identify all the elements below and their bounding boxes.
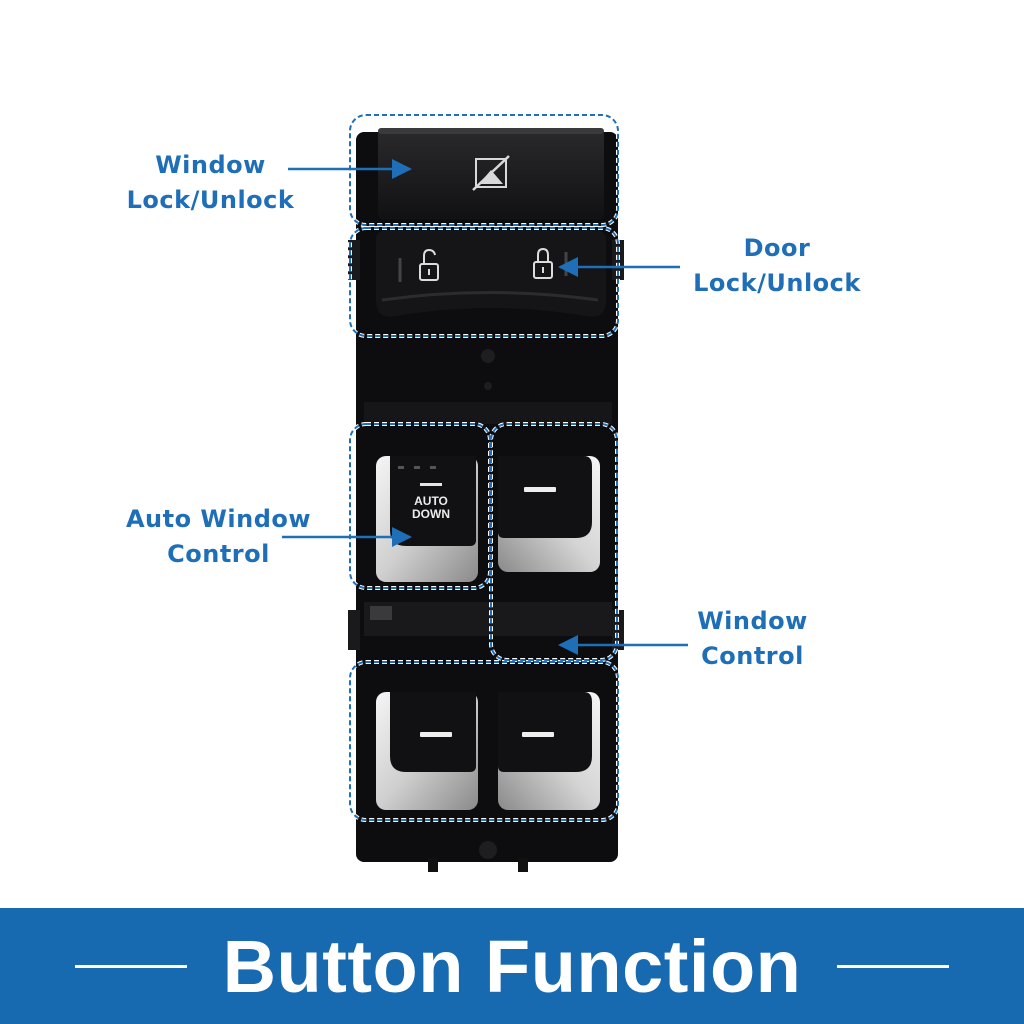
lock-padlock-icon xyxy=(533,247,553,279)
window-control-button-front-right[interactable] xyxy=(498,456,600,572)
minus-icon xyxy=(522,732,554,737)
window-control-label: Window Control xyxy=(680,604,825,674)
rear-window-outline xyxy=(349,661,619,821)
window-control-button-rear-right[interactable] xyxy=(498,692,600,810)
door-lock-label-line1: Door xyxy=(743,234,811,262)
auto-window-outline xyxy=(349,423,491,589)
window-lock-label-line2: Lock/Unlock xyxy=(126,186,295,214)
auto-window-button[interactable]: AUTO DOWN xyxy=(376,456,478,582)
window-control-outline xyxy=(490,423,618,661)
auto-window-label-line2: Control xyxy=(167,540,270,568)
banner-title: Button Function xyxy=(222,924,802,1008)
banner-left-rule xyxy=(74,964,187,968)
minus-icon xyxy=(524,487,556,492)
window-lock-label: Window Lock/Unlock xyxy=(118,148,303,218)
door-lock-rocker[interactable] xyxy=(376,230,606,317)
unlock-padlock-icon xyxy=(419,248,439,281)
callout-outlines xyxy=(348,113,620,822)
callout-arrows xyxy=(282,159,688,655)
window-lock-button[interactable] xyxy=(378,128,604,220)
door-lock-label: Door Lock/Unlock xyxy=(682,231,872,301)
auto-window-label: Auto Window Control xyxy=(116,502,321,572)
door-lock-outline xyxy=(349,227,619,337)
title-banner: Button Function xyxy=(0,908,1024,1024)
auto-window-label-line1: Auto Window xyxy=(125,505,312,533)
minus-icon xyxy=(420,732,452,737)
window-lock-label-line1: Window xyxy=(155,151,266,179)
down-label: DOWN xyxy=(412,507,450,521)
window-lock-icon xyxy=(472,155,510,191)
banner-right-rule xyxy=(837,964,950,968)
auto-label: AUTO xyxy=(414,494,448,508)
window-lock-outline xyxy=(349,114,619,226)
window-control-label-line2: Control xyxy=(701,642,804,670)
window-control-label-line1: Window xyxy=(697,607,808,635)
door-lock-label-line2: Lock/Unlock xyxy=(693,269,861,297)
window-control-button-rear-left[interactable] xyxy=(376,692,478,810)
